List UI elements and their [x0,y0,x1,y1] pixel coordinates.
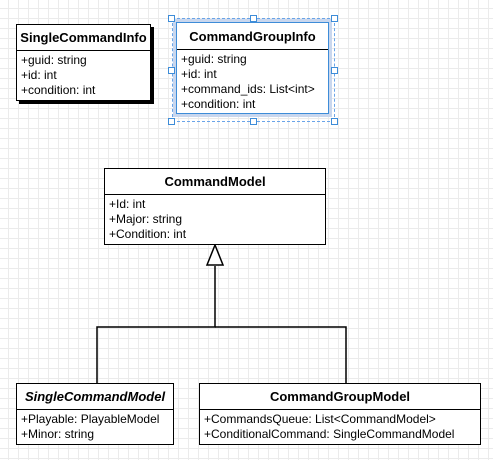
class-single-command-info[interactable]: SingleCommandInfo +guid: string +id: int… [16,24,151,101]
attribute: +guid: string [21,53,87,67]
attribute: +command_ids: List<int> [181,82,315,96]
attribute: +Playable: PlayableModel [21,412,160,426]
attribute: +id: int [21,68,57,82]
resize-handle-top[interactable] [250,15,257,22]
attribute: +Major: string [109,212,183,226]
class-name: SingleCommandInfo [17,25,150,51]
inheritance-arrowhead [205,242,225,266]
class-command-group-info[interactable]: CommandGroupInfo +guid: string +id: int … [173,19,332,117]
class-name: CommandGroupModel [200,384,480,410]
resize-handle-bottom-left[interactable] [168,118,175,125]
attribute: +Id: int [109,197,146,211]
attribute-list: +guid: string +id: int +condition: int [17,51,150,98]
attribute-list: +guid: string +id: int +command_ids: Lis… [177,50,328,112]
class-command-model[interactable]: CommandModel +Id: int +Major: string +Co… [104,168,326,245]
attribute: +Minor: string [21,427,95,441]
resize-handle-top-left[interactable] [168,15,175,22]
attribute: +guid: string [181,52,247,66]
attribute: +condition: int [21,83,96,97]
class-command-group-model[interactable]: CommandGroupModel +CommandsQueue: List<C… [199,383,481,445]
attribute-list: +Id: int +Major: string +Condition: int [105,195,325,242]
attribute: +condition: int [181,97,256,111]
resize-handle-top-right[interactable] [331,15,338,22]
inheritance-line-single-command-model [96,266,216,383]
class-name: SingleCommandModel [17,384,173,410]
class-name: CommandModel [105,169,325,195]
resize-handle-bottom-right[interactable] [331,118,338,125]
attribute: +CommandsQueue: List<CommandModel> [204,412,436,426]
resize-handle-left[interactable] [168,67,175,74]
resize-handle-right[interactable] [331,67,338,74]
attribute-list: +CommandsQueue: List<CommandModel> +Cond… [200,410,480,442]
attribute-list: +Playable: PlayableModel +Minor: string [17,410,173,442]
inheritance-line-command-group-model [215,326,347,383]
class-name: CommandGroupInfo [177,23,328,50]
attribute: +Condition: int [109,227,187,241]
selection-frame [172,18,335,122]
class-single-command-model[interactable]: SingleCommandModel +Playable: PlayableMo… [16,383,174,445]
resize-handle-bottom[interactable] [250,118,257,125]
attribute: +ConditionalCommand: SingleCommandModel [204,427,455,441]
attribute: +id: int [181,67,217,81]
